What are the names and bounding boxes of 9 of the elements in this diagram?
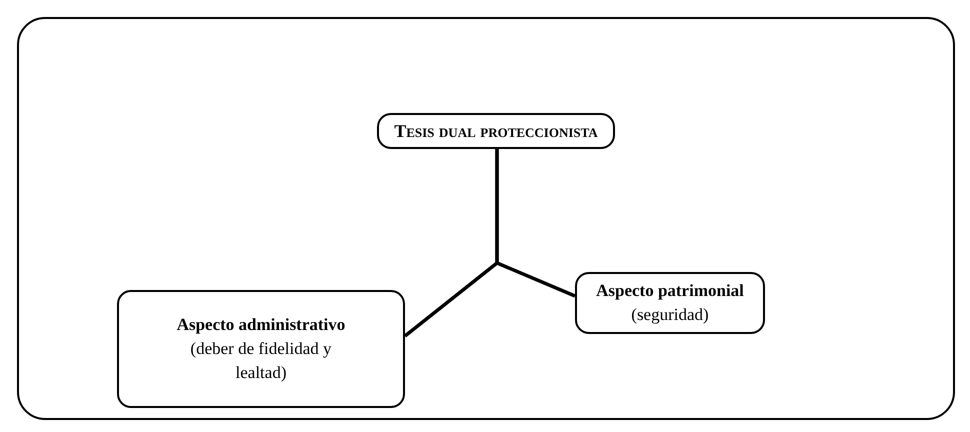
box-subtext: (seguridad) xyxy=(631,304,709,326)
box-heading: Aspecto patrimonial xyxy=(596,280,744,302)
box-heading: Aspecto administrativo xyxy=(176,314,346,336)
connector-line xyxy=(495,149,576,298)
rounded-box xyxy=(117,290,405,408)
rounded-box xyxy=(377,113,615,149)
box-subtext: (deber de fidelidad y lealtad) xyxy=(189,338,333,384)
box-heading: Tesis dual proteccionista xyxy=(394,120,598,142)
rounded-box xyxy=(575,272,765,334)
